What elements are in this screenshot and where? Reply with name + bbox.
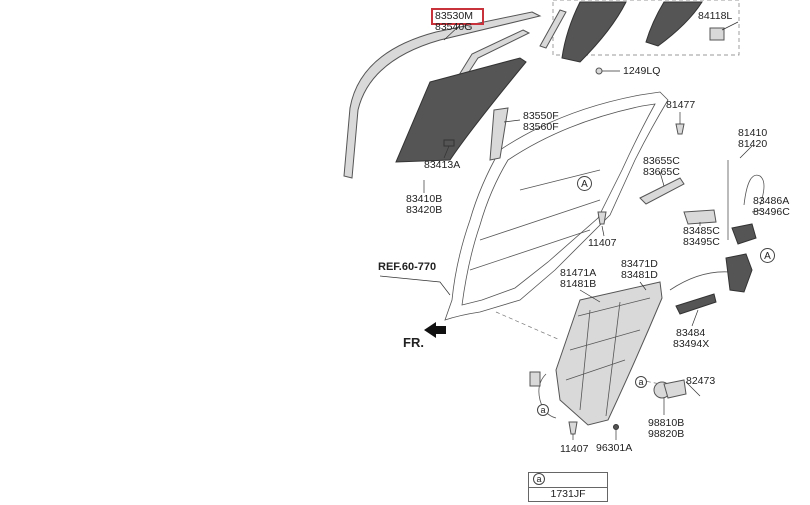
label-81471a[interactable]: 81471A — [560, 267, 597, 279]
label-83484[interactable]: 83484 — [676, 327, 706, 339]
door-inner-panel-inset — [461, 103, 656, 306]
leader-81471a — [579, 289, 601, 303]
handle-83485c — [683, 209, 717, 225]
label-ref-60-770[interactable]: REF.60-770 — [378, 261, 437, 273]
leader-83655c — [659, 171, 665, 187]
label-83420b[interactable]: 83420B — [406, 204, 443, 216]
module-detail-lines — [565, 297, 651, 417]
label-81410[interactable]: 81410 — [738, 127, 768, 139]
wiring-harness — [538, 373, 557, 419]
highlight-box-83530m — [431, 8, 484, 25]
bolt-81477 — [675, 123, 685, 135]
door-inner-panel — [444, 91, 669, 321]
leader-84118l — [721, 21, 739, 31]
label-84118l[interactable]: 84118L — [698, 10, 733, 22]
inset-dashed-box — [552, 0, 740, 56]
rod-83655c — [639, 177, 685, 205]
bolt-11407-lower — [568, 421, 578, 435]
label-83410b[interactable]: 83410B — [406, 193, 443, 205]
label-83413a[interactable]: 83413A — [424, 159, 461, 171]
label-82473[interactable]: 82473 — [686, 375, 716, 387]
label-81477[interactable]: 81477 — [666, 99, 696, 111]
leader-82473 — [685, 381, 701, 397]
motor-gear — [663, 379, 687, 399]
label-83481d[interactable]: 83481D — [621, 269, 658, 281]
glass-clip-83413a — [443, 139, 455, 147]
leader-11407-upper — [601, 225, 605, 237]
label-83486a[interactable]: 83486A — [753, 195, 790, 207]
rear-channel-strip — [539, 9, 567, 49]
handle-cover-83484 — [675, 293, 717, 315]
callout-a-right: A — [760, 248, 775, 263]
label-83496c[interactable]: 83496C — [753, 206, 790, 218]
leader-83486a — [751, 209, 763, 213]
label-83530m[interactable]: 83530M — [435, 10, 473, 22]
quarter-glass-b — [645, 1, 703, 47]
label-11407-lower[interactable]: 11407 — [560, 443, 589, 455]
callout-small-a-module: a — [635, 376, 647, 388]
leader-ref — [379, 275, 451, 296]
handle-rod — [669, 271, 731, 291]
label-11407-upper[interactable]: 11407 — [588, 237, 617, 249]
label-96301a[interactable]: 96301A — [596, 442, 633, 454]
leader-83530m — [443, 24, 461, 41]
label-83540g[interactable]: 83540G — [435, 21, 473, 33]
clip-96301a — [613, 424, 619, 430]
label-81420[interactable]: 81420 — [738, 138, 768, 150]
bolt-1249lq — [595, 67, 603, 75]
label-83471d[interactable]: 83471D — [621, 258, 658, 270]
label-83560f[interactable]: 83560F — [523, 121, 559, 133]
door-panel-ribs — [469, 169, 601, 271]
label-83550f[interactable]: 83550F — [523, 110, 559, 122]
legend-code[interactable]: 1731JF — [550, 488, 586, 500]
label-83665c[interactable]: 83665C — [643, 166, 680, 178]
legend-box: a 1731JF — [528, 472, 608, 502]
label-98820b[interactable]: 98820B — [648, 428, 685, 440]
label-83494x[interactable]: 83494X — [673, 338, 710, 350]
leader-83471d — [639, 281, 647, 291]
label-plate — [709, 27, 725, 41]
label-1249lq[interactable]: 1249LQ — [623, 65, 661, 77]
regulator-module — [555, 281, 663, 426]
label-83655c[interactable]: 83655C — [643, 155, 680, 167]
label-98810b[interactable]: 98810B — [648, 417, 685, 429]
door-glass — [395, 57, 527, 163]
window-frame-channel — [343, 11, 542, 179]
leader-83550f — [503, 119, 521, 123]
regulator-rail — [489, 107, 509, 161]
legend-divider — [529, 487, 607, 488]
callout-a-upper: A — [577, 176, 592, 191]
legend-symbol: a — [533, 473, 545, 485]
label-81481b[interactable]: 81481B — [560, 278, 597, 290]
latch-body — [731, 223, 757, 245]
quarter-glass-a — [561, 1, 627, 63]
connector — [529, 371, 541, 387]
front-arrow — [424, 322, 446, 338]
leader-81410 — [739, 145, 753, 159]
label-front: FR. — [403, 335, 424, 350]
outside-handle — [725, 253, 753, 293]
latch-cable — [743, 174, 765, 206]
label-83495c[interactable]: 83495C — [683, 236, 720, 248]
leader-83484 — [691, 309, 699, 327]
leader-83413a — [443, 145, 450, 159]
bolt-11407-upper — [597, 211, 607, 225]
callout-small-a-wire: a — [537, 404, 549, 416]
label-83485c[interactable]: 83485C — [683, 225, 720, 237]
